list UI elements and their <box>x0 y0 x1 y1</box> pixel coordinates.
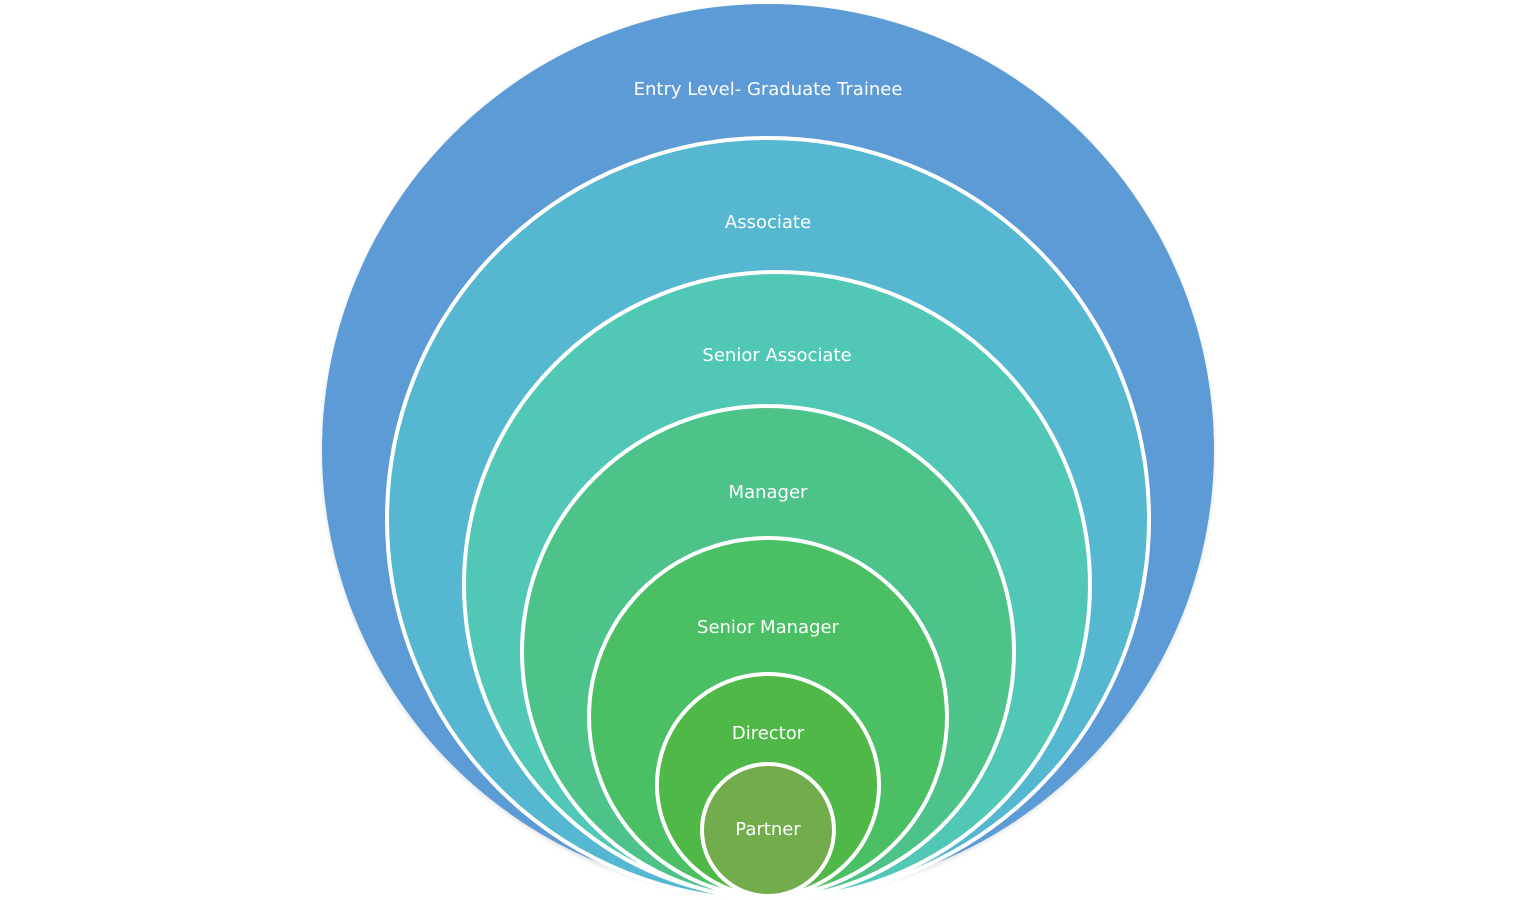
label-associate: Associate <box>725 212 811 233</box>
rings-group <box>322 4 1214 900</box>
ring-partner <box>700 762 836 898</box>
label-director: Director <box>732 723 805 744</box>
label-partner: Partner <box>735 819 801 840</box>
label-senior-associate: Senior Associate <box>702 345 851 366</box>
label-senior-manager: Senior Manager <box>697 617 840 638</box>
label-entry-level: Entry Level- Graduate Trainee <box>634 79 903 100</box>
labels-group: Entry Level- Graduate Trainee Associate … <box>634 79 903 840</box>
label-manager: Manager <box>729 482 808 503</box>
